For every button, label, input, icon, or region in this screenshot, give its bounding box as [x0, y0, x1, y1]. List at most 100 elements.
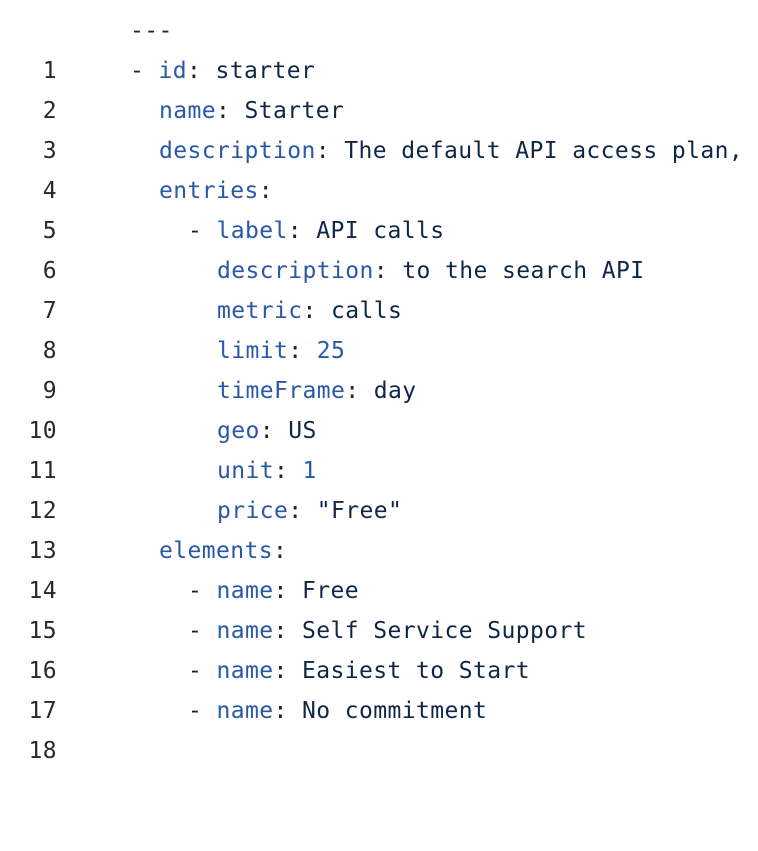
yaml-colon: :	[302, 298, 331, 324]
yaml-value: Starter	[244, 98, 345, 124]
yaml-colon: :	[274, 458, 303, 484]
yaml-colon: :	[272, 538, 288, 564]
yaml-key: name	[216, 658, 274, 684]
yaml-key: name	[159, 98, 216, 124]
yaml-colon: :	[258, 178, 273, 204]
code-line: 3 name: Starter	[0, 91, 758, 164]
yaml-key: label	[216, 218, 288, 244]
yaml-key: unit	[217, 458, 274, 484]
list-dash: -	[188, 618, 217, 644]
line-number: 18	[28, 738, 57, 764]
code-line: 10 timeFrame: day	[0, 371, 758, 444]
code-content: - name: Easiest to Start	[130, 651, 530, 691]
yaml-value: API calls	[316, 218, 445, 244]
yaml-document-start: ---	[130, 18, 173, 44]
code-view[interactable]: 1 --- 2 - id: starter 3 name: Starter 4 …	[0, 11, 758, 764]
list-dash: -	[188, 218, 217, 244]
code-line: 6 - label: API calls	[0, 211, 758, 284]
yaml-value: The default API access plan,	[344, 138, 744, 164]
yaml-value: calls	[330, 298, 403, 324]
yaml-key: description	[159, 138, 316, 164]
line-number: 15	[28, 618, 57, 644]
yaml-colon: :	[315, 138, 345, 164]
code-line: 17 - name: Easiest to Start	[0, 651, 758, 724]
yaml-number: 25	[316, 338, 346, 364]
yaml-key: name	[216, 698, 274, 724]
yaml-key: description	[217, 258, 374, 284]
yaml-colon: :	[273, 618, 302, 644]
code-content: metric: calls	[130, 291, 402, 331]
code-line: 4 description: The default API access pl…	[0, 131, 758, 204]
yaml-key: timeFrame	[217, 378, 346, 404]
yaml-colon: :	[288, 338, 317, 364]
line-number: 17	[28, 698, 57, 724]
line-number: 10	[28, 418, 57, 444]
line-number: 6	[42, 258, 57, 284]
yaml-key: id	[158, 58, 187, 84]
yaml-key: name	[216, 618, 274, 644]
yaml-colon: :	[373, 258, 403, 284]
code-content: elements:	[130, 531, 287, 571]
line-number: 14	[28, 578, 57, 604]
line-number: 2	[42, 98, 57, 124]
code-content: description: to the search API	[130, 251, 644, 291]
yaml-colon: :	[273, 578, 302, 604]
yaml-colon: :	[187, 58, 216, 84]
code-line: 14 elements:	[0, 531, 758, 604]
code-line: 2 - id: starter	[0, 51, 758, 124]
code-line: 5 entries:	[0, 171, 758, 244]
yaml-colon: :	[259, 418, 289, 444]
line-number: 1	[42, 58, 57, 84]
code-line: 15 - name: Free	[0, 571, 758, 644]
yaml-number: 1	[302, 458, 317, 484]
yaml-colon: :	[288, 498, 317, 524]
code-content: - name: No commitment	[130, 691, 487, 731]
code-content: - name: Free	[130, 571, 359, 611]
code-line: 7 description: to the search API	[0, 251, 758, 324]
yaml-value: Easiest to Start	[302, 658, 530, 684]
yaml-key: name	[216, 578, 274, 604]
code-line: 9 limit: 25	[0, 331, 758, 404]
line-number: 12	[28, 498, 57, 524]
code-content: - label: API calls	[130, 211, 444, 251]
yaml-key: limit	[217, 338, 289, 364]
code-line: 8 metric: calls	[0, 291, 758, 364]
list-dash: -	[188, 578, 217, 604]
yaml-key: entries	[159, 178, 259, 204]
code-line: 1 ---	[0, 11, 758, 84]
yaml-value: starter	[215, 58, 316, 84]
code-content: unit: 1	[130, 451, 317, 491]
code-content: entries:	[130, 171, 273, 211]
yaml-colon: :	[345, 378, 374, 404]
code-content: timeFrame: day	[130, 371, 416, 411]
line-number: 7	[42, 298, 57, 324]
code-content: geo: US	[130, 411, 317, 451]
yaml-colon: :	[273, 698, 302, 724]
code-content: description: The default API access plan…	[130, 131, 743, 171]
line-number: 8	[42, 338, 57, 364]
list-dash: -	[188, 658, 217, 684]
line-number: 4	[42, 178, 57, 204]
code-line: 18 - name: No commitment	[0, 691, 758, 764]
code-line: 12 unit: 1	[0, 451, 758, 524]
line-number: 3	[42, 138, 57, 164]
yaml-value: No commitment	[302, 698, 488, 724]
line-number: 16	[28, 658, 57, 684]
yaml-key: geo	[217, 418, 260, 444]
line-number: 13	[28, 538, 57, 564]
yaml-value: Self Service Support	[302, 618, 587, 644]
yaml-colon: :	[287, 218, 317, 244]
code-content: limit: 25	[130, 331, 345, 371]
yaml-key: metric	[217, 298, 303, 324]
yaml-colon: :	[216, 98, 245, 124]
line-number: 11	[28, 458, 57, 484]
yaml-value: to the search API	[402, 258, 645, 284]
code-content: ---	[130, 11, 173, 51]
line-number: 9	[42, 378, 57, 404]
yaml-key: price	[217, 498, 289, 524]
code-content: - name: Self Service Support	[130, 611, 587, 651]
list-dash: -	[188, 698, 217, 724]
yaml-value: Free	[302, 578, 359, 604]
line-number: 5	[42, 218, 57, 244]
code-content: name: Starter	[130, 91, 344, 131]
